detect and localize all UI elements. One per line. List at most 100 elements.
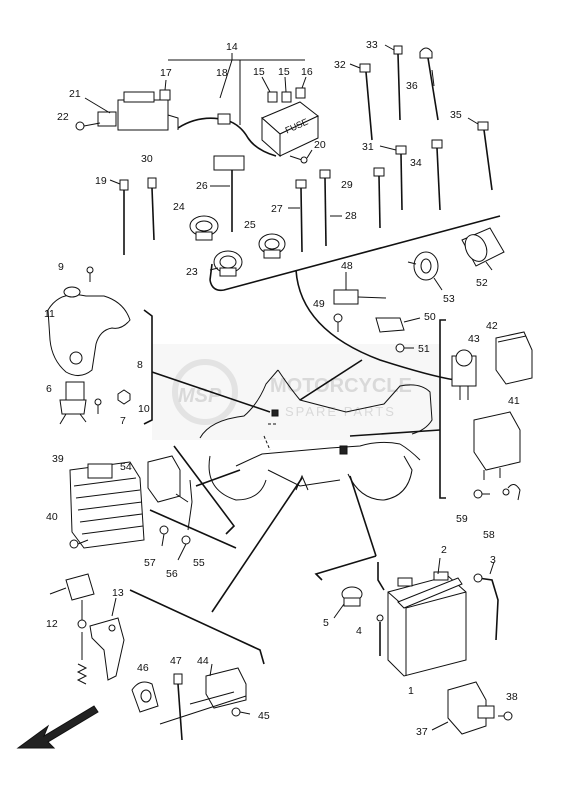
label-57: 57 (144, 557, 156, 569)
rectifier-39 (69, 461, 145, 549)
label-9: 9 (58, 261, 64, 273)
label-49: 49 (313, 298, 325, 310)
strap-2 (397, 557, 463, 609)
wire-55 (149, 479, 237, 549)
socket-52 (461, 227, 505, 271)
group-bracket-battery (314, 555, 377, 581)
label-13: 13 (112, 587, 124, 599)
leader-to-bike-mid (299, 359, 363, 401)
label-17: 17 (160, 67, 172, 79)
relay-part-21 (84, 91, 179, 131)
cable-tie-47 (173, 673, 183, 741)
fuse-15a (267, 91, 278, 103)
arrow-up-bottom (295, 474, 309, 491)
clamp-36 (419, 47, 439, 121)
label-52: 52 (476, 277, 488, 289)
label-14: 14 (226, 41, 238, 53)
screw-7 (94, 398, 102, 414)
screw-45 (231, 707, 251, 717)
label-23: 23 (186, 266, 198, 278)
screw-51 (395, 343, 414, 353)
label-6: 6 (46, 383, 52, 395)
screw-57 (159, 525, 169, 547)
label-53: 53 (443, 293, 455, 305)
label-34: 34 (410, 157, 422, 169)
plug-53 (407, 251, 443, 291)
cable-tie-34 (431, 139, 443, 211)
nut-10 (117, 389, 131, 405)
sensor-44 (159, 663, 247, 725)
bolt-38 (498, 711, 513, 721)
switch-6 (59, 381, 87, 425)
label-21: 21 (69, 88, 81, 100)
fuse-15b (281, 91, 292, 103)
label-31: 31 (362, 141, 374, 153)
fuse-box: FUSE (261, 101, 319, 158)
label-29: 29 (341, 179, 353, 191)
label-36: 36 (406, 80, 418, 92)
bracket-54-group (173, 445, 236, 535)
label-55: 55 (193, 557, 205, 569)
label-56: 56 (166, 568, 178, 580)
group-bracket-top (209, 215, 501, 292)
label-27: 27 (271, 203, 283, 215)
unit-41 (473, 411, 521, 480)
label-30: 30 (141, 153, 153, 165)
screw-20 (289, 149, 313, 164)
label-41: 41 (508, 395, 520, 407)
band-23 (209, 250, 243, 277)
cable-tie-32 (349, 63, 373, 141)
bolt-40 (69, 539, 89, 549)
group-14-bracket (168, 53, 305, 125)
cable-tie-30 (147, 177, 157, 241)
label-2: 2 (441, 544, 447, 556)
leader-to-bike-54 (195, 469, 241, 487)
label-43: 43 (468, 333, 480, 345)
label-11: 11 (44, 308, 55, 320)
label-22: 22 (57, 111, 69, 123)
label-54: 54 (120, 461, 132, 473)
cable-4 (376, 562, 385, 656)
fuse-part-17 (159, 89, 171, 101)
group-bracket-bottom (129, 589, 265, 665)
cable-tie-31 (379, 145, 407, 211)
label-24: 24 (173, 201, 185, 213)
label-8: 8 (137, 359, 143, 371)
switch-50 (375, 317, 421, 333)
label-51: 51 (418, 343, 430, 355)
fuse-16 (295, 87, 306, 99)
leader-to-battery (349, 475, 377, 557)
label-37: 37 (416, 726, 428, 738)
label-59: 59 (456, 513, 468, 525)
cable-tie-35 (467, 117, 493, 191)
label-46: 46 (137, 662, 149, 674)
bracket-13 (89, 597, 125, 681)
label-35: 35 (450, 109, 462, 121)
label-39: 39 (52, 453, 64, 465)
label-38: 38 (506, 691, 518, 703)
wire-harness-18 (177, 117, 277, 157)
relay-42 (495, 331, 533, 385)
bolt-59 (473, 489, 490, 499)
watermark-line2: SPARE PARTS (285, 404, 396, 419)
lead-58 (502, 484, 521, 501)
group-bracket-right (439, 319, 446, 499)
label-20: 20 (314, 139, 326, 151)
label-28: 28 (345, 210, 357, 222)
sensor-37 (431, 681, 495, 735)
screw-49 (333, 313, 343, 332)
group-bracket-mid (295, 269, 456, 381)
group-bracket-left (143, 309, 153, 425)
watermark-line1: MOTORCYCLE (270, 375, 412, 397)
watermark: MSP MOTORCYCLE SPARE PARTS (152, 344, 440, 440)
clip-56 (177, 535, 191, 561)
sensor-12 (49, 573, 95, 629)
label-44: 44 (197, 655, 209, 667)
label-42: 42 (486, 320, 498, 332)
label-58: 58 (483, 529, 495, 541)
label-48: 48 (341, 260, 353, 272)
cable-3 (473, 561, 499, 641)
bolt-22 (75, 121, 101, 131)
label-16: 16 (301, 66, 313, 78)
label-47: 47 (170, 655, 182, 667)
